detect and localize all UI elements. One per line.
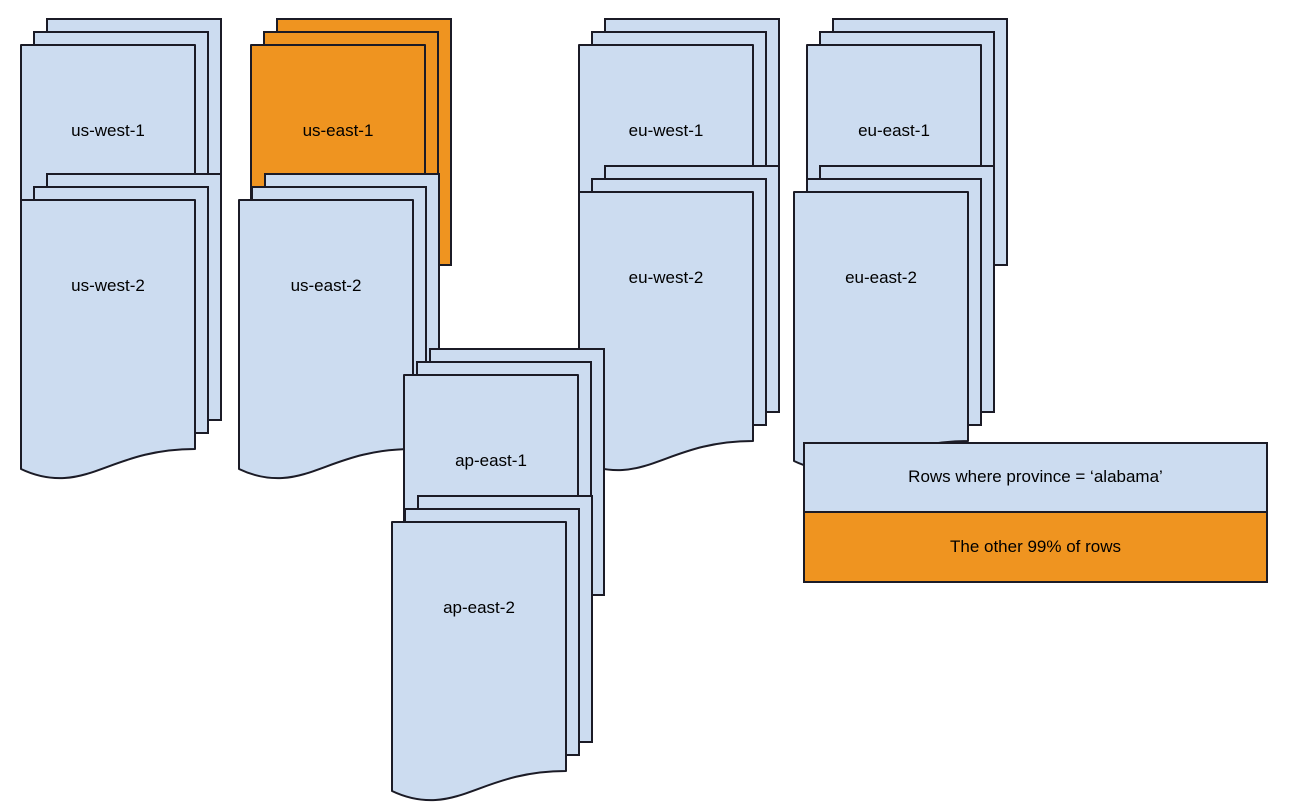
document-sheet-front <box>20 199 196 480</box>
document-sheet-front <box>793 191 969 472</box>
document-stack-shape <box>793 165 995 472</box>
document-stack-shape <box>238 173 440 480</box>
document-stack-eu-west-2[interactable]: eu-west-2 <box>577 164 783 478</box>
document-stack-shape <box>20 173 222 480</box>
legend-label-alabama-rows: Rows where province = ‘alabama’ <box>908 467 1163 487</box>
legend-item-other-rows: The other 99% of rows <box>805 512 1266 581</box>
legend: Rows where province = ‘alabama’ The othe… <box>803 442 1268 583</box>
document-stack-eu-east-2[interactable]: eu-east-2 <box>792 164 998 478</box>
document-sheet-front <box>391 521 567 802</box>
document-stack-us-west-2[interactable]: us-west-2 <box>19 172 225 486</box>
document-sheet-front <box>238 199 414 480</box>
legend-item-alabama-rows: Rows where province = ‘alabama’ <box>805 444 1266 513</box>
legend-label-other-rows: The other 99% of rows <box>949 536 1122 556</box>
document-stack-us-east-2[interactable]: us-east-2 <box>237 172 443 486</box>
document-stack-shape <box>578 165 780 472</box>
document-stack-shape <box>391 495 593 802</box>
document-stack-ap-east-2[interactable]: ap-east-2 <box>390 494 596 808</box>
